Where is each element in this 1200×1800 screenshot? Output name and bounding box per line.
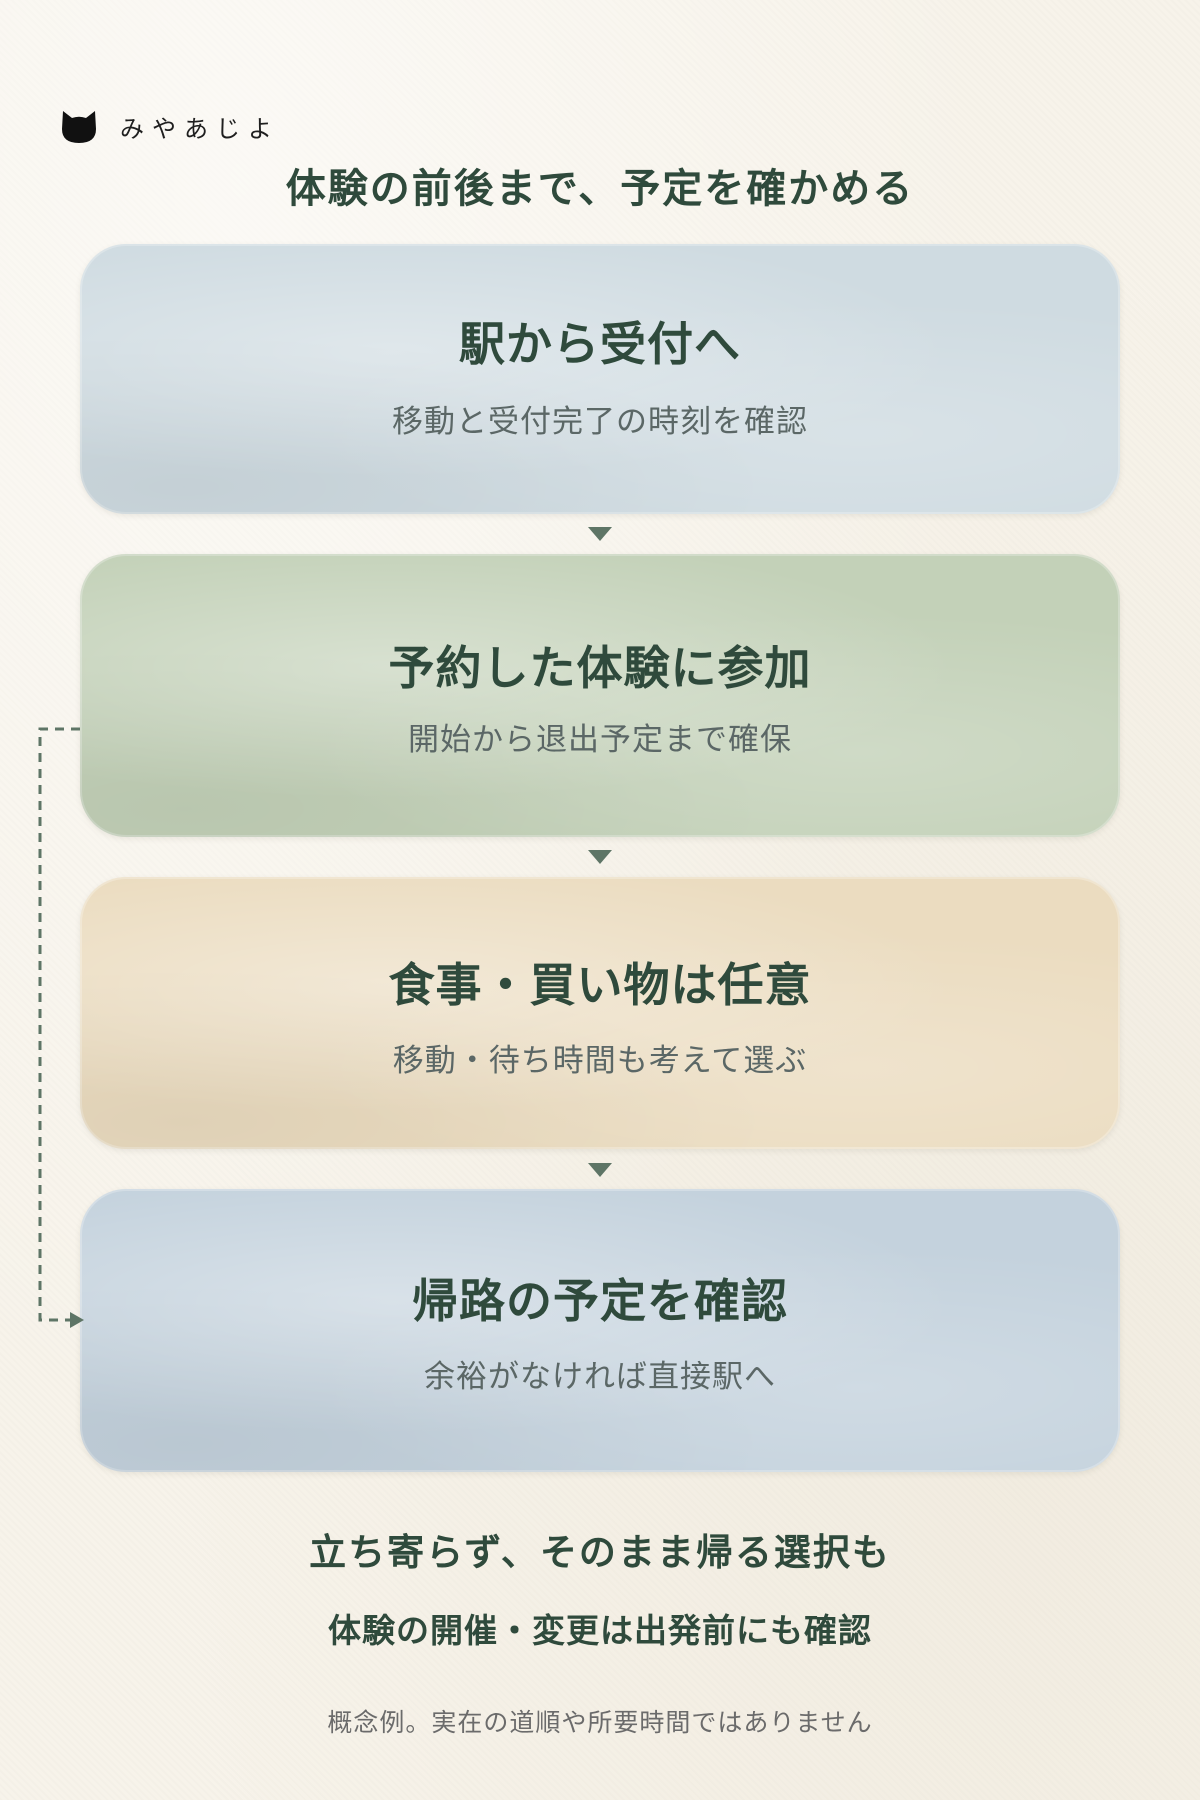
step-subtitle: 移動・待ち時間も考えて選ぶ [392, 1043, 808, 1079]
brand-name: みやあじよ [120, 114, 280, 143]
brand: みやあじよ [60, 106, 280, 146]
flow-arrow-icon [588, 527, 612, 541]
step-card-optional-meal-shopping: 食事・買い物は任意 移動・待ち時間も考えて選ぶ [80, 877, 1120, 1149]
note-skip-option: 立ち寄らず、そのまま帰る選択も [309, 1531, 891, 1574]
step-title: 駅から受付へ [459, 317, 741, 371]
note-check-before-departure: 体験の開催・変更は出発前にも確認 [328, 1611, 872, 1650]
step-subtitle: 移動と受付完了の時刻を確認 [392, 404, 808, 440]
flow-arrow-icon [588, 1163, 612, 1177]
step-title: 帰路の予定を確認 [412, 1274, 788, 1328]
skip-dashed-line [38, 727, 80, 1322]
disclaimer: 概念例。実在の道順や所要時間ではありません [327, 1708, 873, 1737]
flow-arrow-icon [588, 850, 612, 864]
page-title: 体験の前後まで、予定を確かめる [285, 166, 915, 212]
step-card-return-route: 帰路の予定を確認 余裕がなければ直接駅へ [80, 1189, 1120, 1472]
step-title: 予約した体験に参加 [388, 641, 812, 695]
cat-icon [62, 111, 96, 143]
step-card-join-experience: 予約した体験に参加 開始から退出予定まで確保 [80, 554, 1120, 837]
step-title: 食事・買い物は任意 [388, 958, 812, 1012]
step-subtitle: 開始から退出予定まで確保 [408, 722, 792, 758]
step-subtitle: 余裕がなければ直接駅へ [424, 1359, 776, 1395]
step-card-station-to-reception: 駅から受付へ 移動と受付完了の時刻を確認 [80, 244, 1120, 514]
